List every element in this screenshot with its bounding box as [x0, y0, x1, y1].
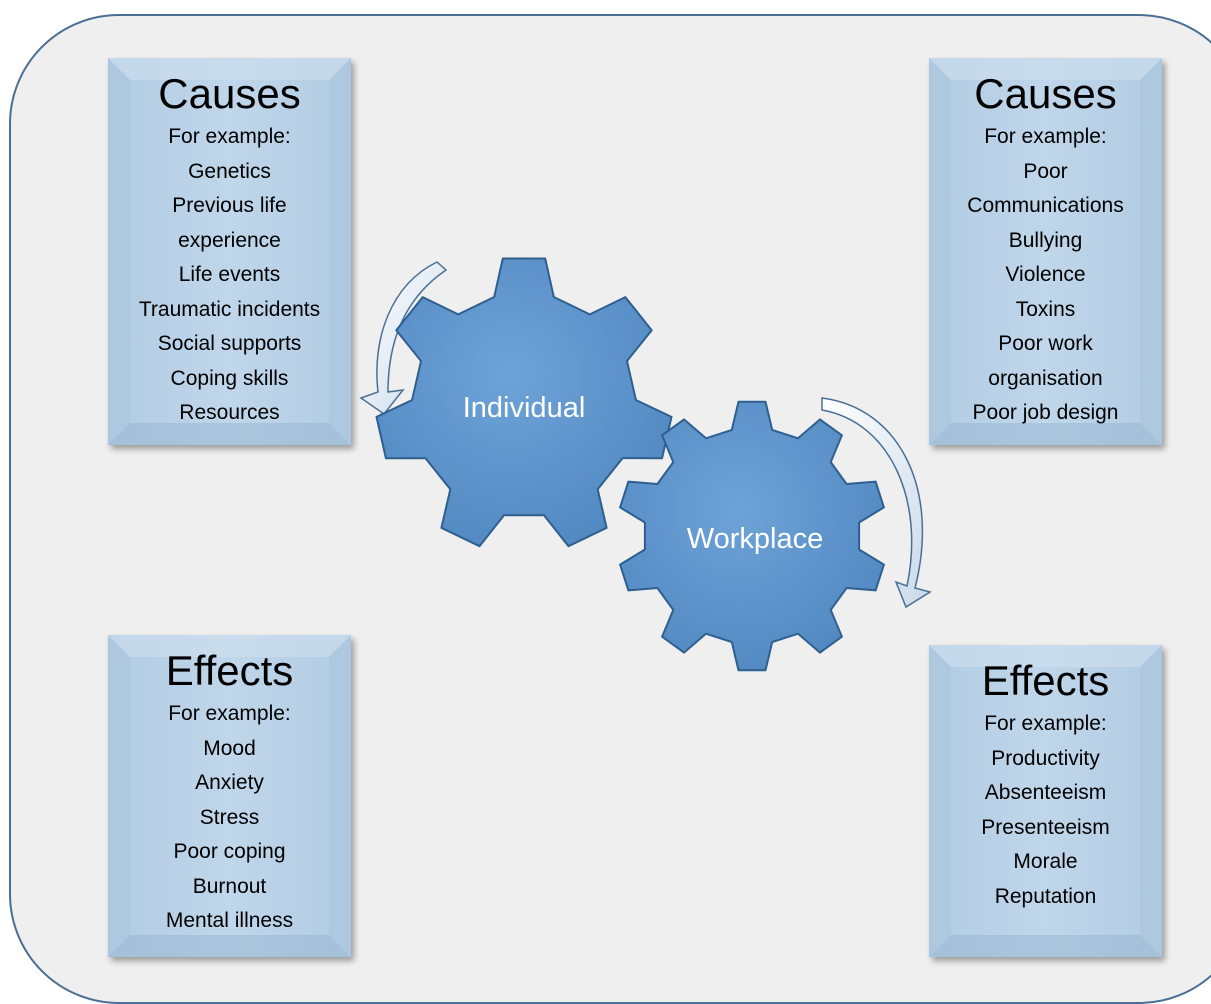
effects-individual-panel: Effects For example: Mood Anxiety Stress…	[108, 635, 351, 957]
rotation-arrow-icon	[821, 397, 932, 609]
panel-item: Productivity	[991, 746, 1100, 770]
panel-item: Toxins	[1015, 297, 1076, 321]
gear-body	[375, 257, 673, 548]
rotation-arrow-icon	[359, 261, 448, 416]
panel-item: Presenteeism	[981, 815, 1110, 839]
panel-item: Poor job design	[972, 401, 1119, 424]
causes-individual-panel: Causes For example: Genetics Previous li…	[108, 58, 351, 445]
panel-item: Violence	[1005, 263, 1086, 286]
panel-item: Poor coping	[173, 840, 286, 863]
workplace-gear-icon	[619, 400, 885, 672]
gears-diagram: Individual Workplace	[359, 257, 932, 672]
effects-workplace-panel: Effects For example: Productivity Absent…	[929, 645, 1162, 957]
panel-title: Causes	[158, 70, 301, 117]
panel-item: Burnout	[192, 874, 267, 898]
panel-item: Genetics	[188, 159, 271, 183]
panel-item: For example:	[984, 712, 1107, 735]
panel-title: Effects	[981, 657, 1110, 704]
panel-item: Morale	[1013, 850, 1078, 873]
panel-item: Coping skills	[170, 366, 289, 390]
panel-item: Stress	[199, 805, 260, 829]
panel-item: experience	[178, 228, 281, 252]
individual-gear-icon	[375, 257, 673, 548]
panel-item: For example:	[168, 125, 291, 148]
panel-item: Life events	[178, 263, 281, 286]
gear-body	[619, 400, 885, 672]
panel-item: organisation	[988, 366, 1103, 390]
workplace-gear-label: Workplace	[687, 523, 823, 555]
panel-item: Bullying	[1008, 228, 1083, 252]
panel-item: Reputation	[994, 884, 1097, 908]
panel-item: Social supports	[157, 332, 302, 355]
panel-item: Mood	[203, 736, 256, 760]
panel-title: Effects	[165, 647, 294, 694]
panel-item: Mental illness	[165, 909, 294, 932]
causes-workplace-panel: Causes For example: Poor Communications …	[929, 58, 1162, 445]
panel-item: For example:	[984, 125, 1107, 148]
panel-item: Absenteeism	[984, 781, 1107, 804]
panel-item: Previous life	[172, 194, 287, 217]
panel-item: For example:	[168, 702, 291, 725]
panel-item: Traumatic incidents	[138, 297, 321, 321]
panel-item: Poor	[1023, 159, 1068, 183]
panel-item: Resources	[179, 401, 280, 424]
individual-gear-label: Individual	[463, 392, 586, 424]
panel-item: Anxiety	[195, 771, 264, 794]
panel-item: Poor work	[998, 332, 1093, 355]
panel-title: Causes	[974, 70, 1117, 117]
panel-item: Communications	[967, 194, 1124, 217]
